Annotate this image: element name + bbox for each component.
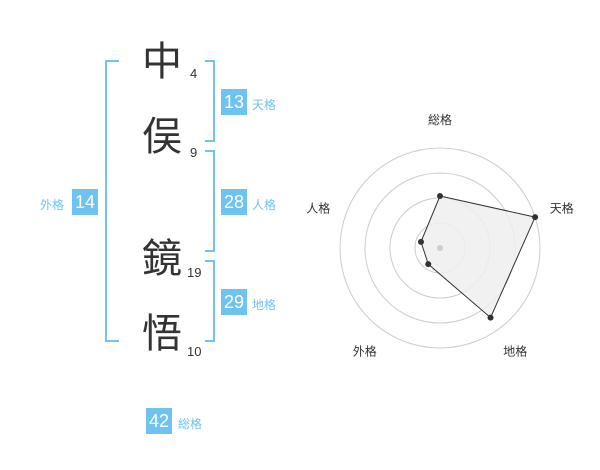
soukaku-label: 総格: [178, 417, 203, 431]
stroke-count-2: 9: [190, 145, 198, 160]
chikaku-bracket: [205, 260, 215, 342]
tenkaku-bracket: [205, 60, 215, 142]
name-char-4: 悟: [142, 311, 182, 357]
radar-axis-label: 外格: [353, 344, 377, 359]
radar-axis-label: 総格: [428, 112, 452, 127]
jinkaku-label: 人格: [252, 198, 277, 212]
stroke-count-4: 10: [187, 344, 202, 359]
radar-area: [420, 195, 536, 319]
name-char-3: 鏡: [142, 236, 182, 282]
radar-ring: [339, 147, 541, 349]
radar-axis-label: 地格: [503, 344, 527, 359]
tenkaku-score: 13: [221, 89, 247, 115]
radar-point: [417, 238, 424, 245]
gaikaku-score: 14: [72, 189, 98, 215]
tenkaku-label: 天格: [252, 98, 277, 112]
radar-point: [425, 261, 432, 268]
stroke-count-3: 19: [187, 265, 202, 280]
chikaku-score: 29: [221, 289, 247, 315]
radar-point: [532, 214, 539, 221]
radar-center-dot: [437, 245, 443, 251]
chikaku-label: 地格: [252, 298, 277, 312]
radar-axis-label: 天格: [550, 200, 574, 215]
radar-axis-label: 人格: [306, 200, 330, 215]
jinkaku-score: 28: [221, 189, 247, 215]
soukaku-score: 42: [146, 408, 172, 434]
gaikaku-label: 外格: [40, 198, 65, 212]
radar-point: [437, 193, 443, 199]
stroke-count-1: 4: [190, 66, 198, 81]
name-char-2: 俣: [142, 114, 182, 160]
name-char-1: 中: [142, 39, 182, 85]
gaikaku-bracket: [105, 60, 119, 342]
jinkaku-bracket: [205, 150, 215, 252]
radar-point: [487, 314, 494, 321]
